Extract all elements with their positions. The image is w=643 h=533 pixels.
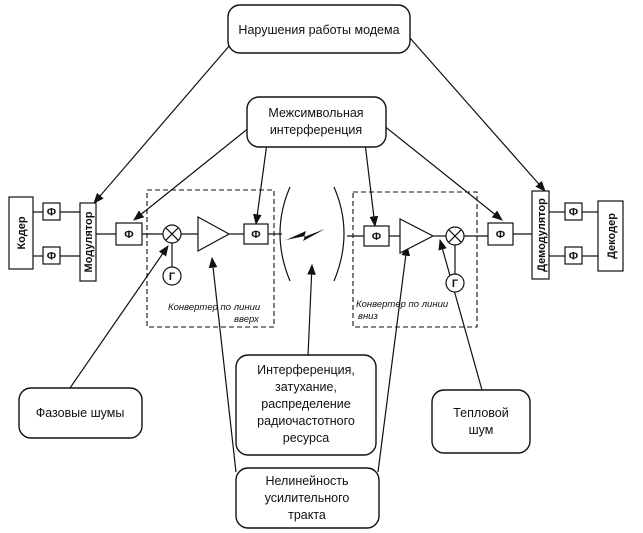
modulator-block: Модулятор	[79, 202, 97, 282]
uplink-mixer	[162, 224, 182, 244]
modulator-label: Модулятор	[83, 211, 95, 272]
interference-label-line2: затухание,	[275, 380, 337, 394]
uplink-converter-frame	[146, 189, 275, 328]
pointer-lines	[69, 37, 546, 473]
phase-noise-label: Фазовые шумы	[36, 406, 125, 420]
svg-text:Ф: Ф	[496, 229, 505, 241]
svg-text:Ф: Ф	[47, 207, 56, 219]
demodulator-block: Демодулятор	[531, 190, 550, 280]
thermal-noise-label-line2: шум	[469, 423, 494, 437]
thermal-noise-box: Тепловой шум	[431, 389, 531, 454]
radio-channel	[279, 186, 345, 282]
arrow-interference	[307, 263, 316, 357]
isi-label-line2: интерференция	[270, 123, 362, 137]
thermal-noise-label-line1: Тепловой	[453, 406, 508, 420]
filter-coder-top: Ф	[42, 202, 61, 221]
downlink-amplifier	[399, 218, 435, 254]
downlink-mixer	[445, 226, 465, 246]
downlink-generator: Г	[445, 273, 465, 293]
demodulator-label: Демодулятор	[536, 198, 548, 272]
svg-text:Ф: Ф	[124, 229, 133, 241]
lightning-icon	[286, 229, 325, 241]
uplink-caption-line2: вверх	[234, 314, 260, 325]
arrow-isi-to-rx-filter	[382, 124, 503, 221]
arrow-thermal-noise	[438, 238, 483, 391]
modem-faults-box: Нарушения работы модема	[227, 4, 411, 54]
arrow-isi-to-tx-filter	[133, 126, 251, 221]
filter-rx: Ф	[487, 222, 514, 246]
nonlinearity-box: Нелинейность усилительного тракта	[235, 467, 380, 529]
decoder-label: Декодер	[606, 213, 618, 259]
nonlinearity-label-line3: тракта	[288, 508, 326, 522]
arrow-isi-to-up-filter	[253, 142, 268, 226]
decoder-block: Декодер	[597, 200, 624, 272]
filter-decoder-bottom: Ф	[564, 246, 583, 265]
uplink-caption-line1: Конвертер по линии	[168, 302, 261, 313]
phase-noise-box: Фазовые шумы	[18, 387, 143, 439]
arrow-phase-noise	[69, 245, 169, 389]
arrow-modem-to-demodulator	[409, 37, 546, 192]
svg-text:Ф: Ф	[372, 231, 381, 243]
channel-right-arc	[333, 186, 345, 282]
interference-box: Интерференция, затухание, распределение …	[235, 354, 377, 456]
coder-block: Кодер	[8, 196, 34, 270]
isi-label-line1: Межсимвольная	[268, 106, 363, 120]
interference-label-line5: ресурса	[283, 431, 329, 445]
modem-faults-label: Нарушения работы модема	[238, 23, 399, 37]
interference-label-line3: распределение	[261, 397, 351, 411]
nonlinearity-label-line2: усилительного	[265, 491, 350, 505]
filter-coder-bottom: Ф	[42, 246, 61, 265]
downlink-caption-line1: Конвертер по линии	[356, 299, 449, 310]
interference-label-line1: Интерференция,	[257, 363, 355, 377]
filter-uplink: Ф	[243, 223, 269, 245]
svg-text:Г: Г	[452, 278, 459, 290]
interference-label-line4: радиочастотного	[257, 414, 355, 428]
coder-label: Кодер	[16, 216, 28, 249]
filter-tx: Ф	[115, 222, 143, 246]
signal-path	[33, 211, 598, 274]
arrow-nonlin-to-down-amp	[377, 244, 411, 473]
svg-text:Ф: Ф	[569, 251, 578, 263]
nonlinearity-label-line1: Нелинейность	[265, 474, 348, 488]
downlink-converter-frame	[352, 191, 478, 328]
svg-text:Ф: Ф	[47, 251, 56, 263]
arrow-modem-to-modulator	[93, 37, 237, 204]
filter-decoder-top: Ф	[564, 202, 583, 221]
uplink-generator: Г	[162, 266, 182, 286]
svg-text:Г: Г	[169, 271, 176, 283]
arrow-nonlin-to-up-amp	[208, 256, 237, 473]
filter-downlink: Ф	[363, 225, 390, 247]
arrow-isi-to-down-filter	[364, 142, 379, 228]
svg-text:Ф: Ф	[251, 229, 260, 241]
downlink-caption-line2: вниз	[358, 311, 378, 322]
isi-box: Межсимвольная интерференция	[246, 96, 387, 148]
uplink-amplifier	[197, 215, 231, 253]
svg-text:Ф: Ф	[569, 207, 578, 219]
channel-left-arc	[279, 186, 291, 282]
